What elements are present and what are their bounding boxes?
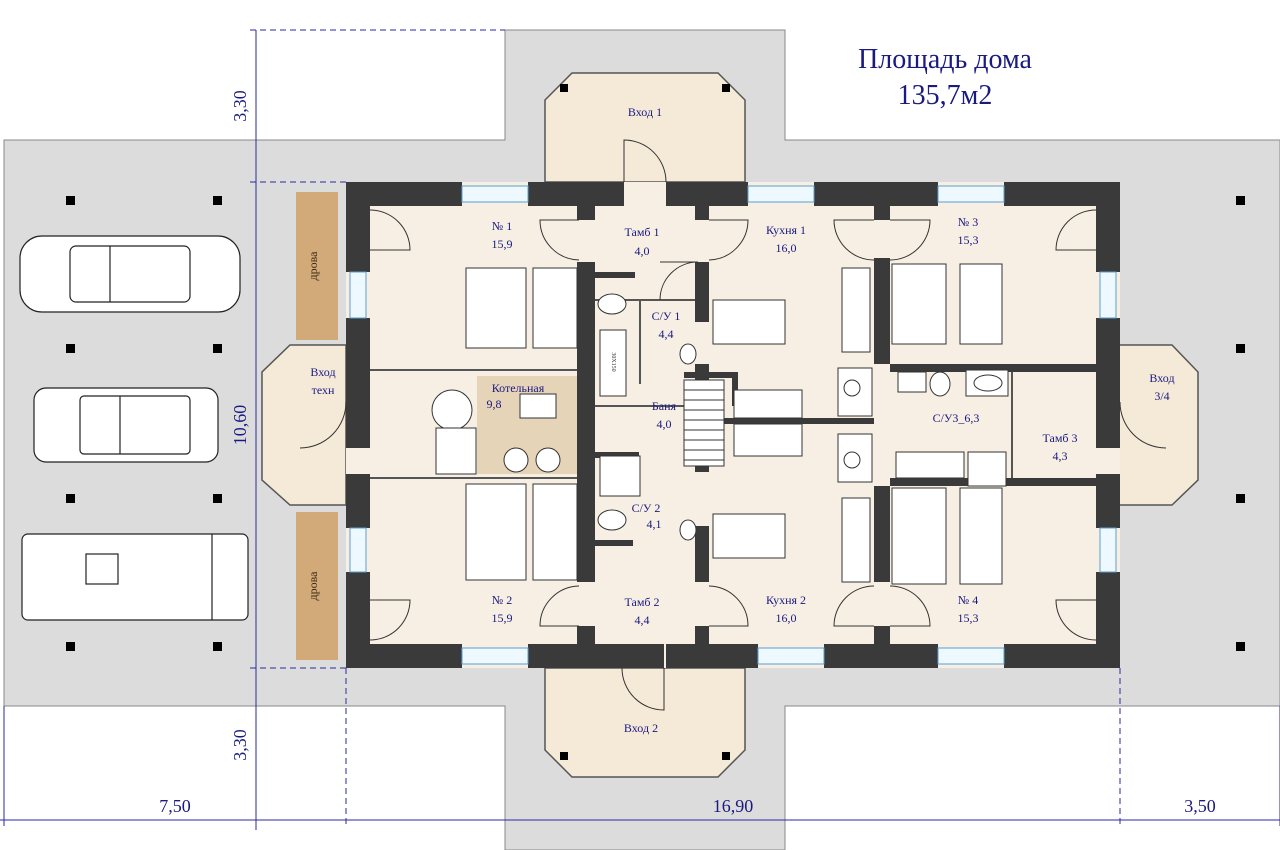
porch-entrance-2 (544, 667, 746, 778)
sauna-name: Баня (652, 399, 677, 413)
dimension-bottom-mid: 16,90 (713, 796, 754, 816)
dimension-bottom-left: 7,50 (159, 796, 191, 816)
boiler-equipment (431, 389, 561, 475)
kitchen-furniture (712, 267, 873, 583)
firewood-label-bottom: дрова (306, 571, 320, 601)
dimension-bottom-right: 3,50 (1184, 796, 1216, 816)
bathroom-fixtures (597, 293, 1009, 541)
wc-1-area: 4,4 (659, 327, 674, 341)
boiler-room-name: Котельная (492, 381, 545, 395)
tamb-2-area: 4,4 (635, 613, 650, 627)
tamb-1-name: Тамб 1 (624, 225, 659, 239)
dimension-lines (0, 29, 1280, 830)
entrance-tech-line1: Вход (310, 365, 335, 379)
dimension-left-bottom: 3,30 (230, 729, 250, 761)
exterior-walls (346, 182, 1120, 668)
columns (66, 196, 1245, 651)
windows (349, 185, 1117, 665)
kitchen-2-name: Кухня 2 (766, 593, 806, 607)
dimension-left-top: 3,30 (230, 90, 250, 122)
entrance-1-label: Вход 1 (628, 105, 662, 119)
stairs (683, 379, 725, 467)
house-floor (346, 182, 1120, 668)
tamb-3-area: 4,3 (1053, 449, 1068, 463)
beds (465, 263, 1003, 585)
wc-2-area: 4,1 (647, 517, 662, 531)
room-1-area: 15,9 (492, 237, 513, 251)
bathtub-size-label: 30Х150 (610, 352, 616, 371)
kitchen-1-name: Кухня 1 (766, 223, 806, 237)
kitchen-1-area: 16,0 (776, 241, 797, 255)
car-van (21, 533, 249, 621)
room-2-name: № 2 (492, 593, 512, 607)
car-suv (33, 387, 219, 463)
tamb-1-area: 4,0 (635, 244, 650, 258)
wc-2-name: С/У 2 (632, 501, 661, 515)
porch-entrance-1 (544, 72, 746, 183)
room-4-area: 15,3 (958, 611, 979, 625)
room-2-area: 15,9 (492, 611, 513, 625)
firewood-storage-top: дрова (296, 192, 338, 340)
dimension-left-mid: 10,60 (230, 405, 250, 446)
plan-total-area: 135,7м2 (898, 80, 993, 111)
firewood-label-top: дрова (306, 251, 320, 281)
entrance-tech-line2: техн (312, 383, 335, 397)
porch-entrance-34 (1117, 344, 1199, 506)
doors (299, 139, 1167, 711)
wc-3-name: С/У3_6,3 (933, 411, 980, 425)
entrance-34-area: 3/4 (1154, 389, 1169, 403)
room-4-name: № 4 (958, 593, 978, 607)
room-3-name: № 3 (958, 215, 978, 229)
car-sedan (19, 235, 241, 313)
wc-1-name: С/У 1 (652, 309, 681, 323)
entrance-34-name: Вход (1149, 371, 1174, 385)
tamb-2-name: Тамб 2 (624, 595, 659, 609)
room-1-name: № 1 (492, 219, 512, 233)
entrance-2-label: Вход 2 (624, 721, 658, 735)
boiler-room-area: 9,8 (487, 397, 502, 411)
kitchen-2-area: 16,0 (776, 611, 797, 625)
tamb-3-name: Тамб 3 (1042, 431, 1077, 445)
sauna-area: 4,0 (657, 417, 672, 431)
room-3-area: 15,3 (958, 233, 979, 247)
plan-title: Площадь дома (858, 44, 1032, 75)
firewood-storage-bottom: дрова (296, 512, 338, 660)
